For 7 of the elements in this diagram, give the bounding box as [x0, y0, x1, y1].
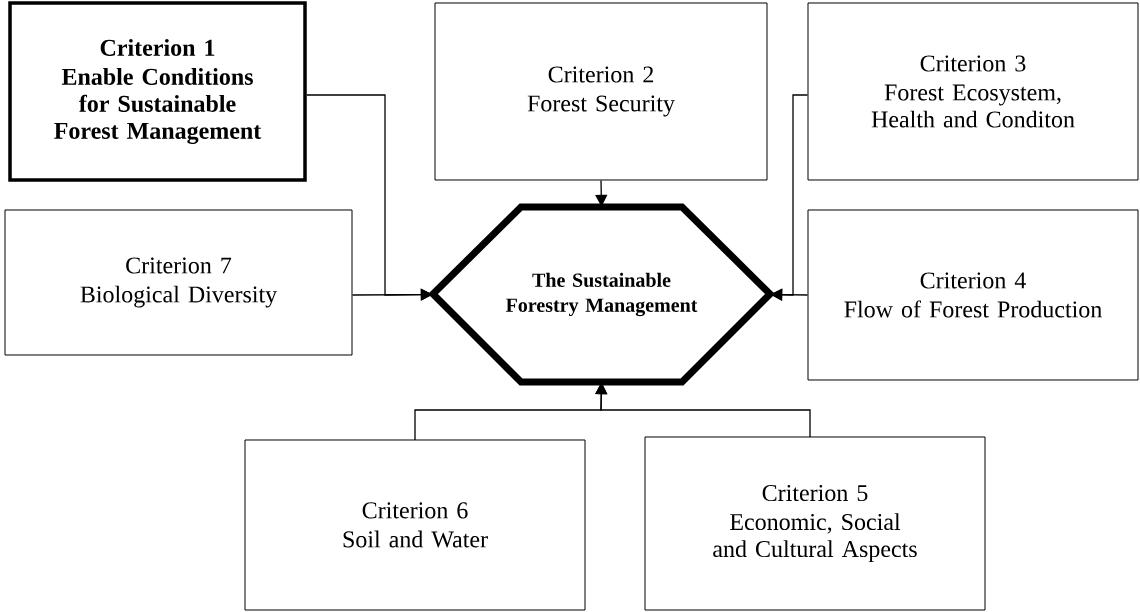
criterion-box: Criterion 1 Enable Conditions for Sustainable Forest Management [8, 1, 307, 182]
criterion-box: Criterion 5 Economic, Social and Cultural Aspects [644, 436, 986, 611]
criterion-box: Criterion 3 Forest Ecosystem, Health and Conditon [807, 2, 1139, 181]
criterion-box: Criterion 7 Biological Diversity [4, 209, 353, 356]
criterion-box: Criterion 2 Forest Security [434, 2, 768, 181]
criterion-box: Criterion 4 Flow of Forest Production [807, 209, 1139, 381]
criterion-box: Criterion 6 Soil and Water [244, 439, 586, 611]
